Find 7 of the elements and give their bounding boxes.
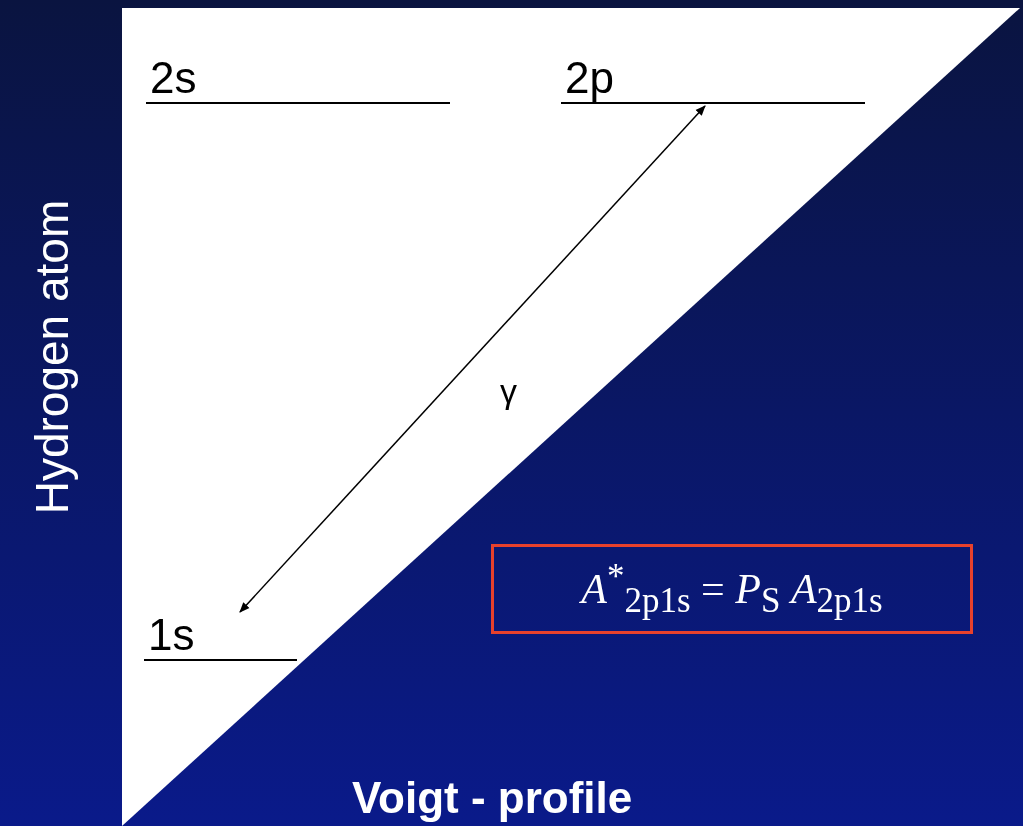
energy-level: 2p <box>561 54 865 104</box>
axis-label: Hydrogen atom <box>25 199 80 515</box>
double-arrow <box>239 105 706 613</box>
energy-level: 2s <box>146 54 450 104</box>
bottom-title: Voigt - profile <box>352 773 633 823</box>
energy-level: 1s <box>144 611 297 661</box>
formula-box: A$^{*}$$_{2p1s}$ = P$_{S}$ A$_{2p1s}$ <box>491 544 973 634</box>
